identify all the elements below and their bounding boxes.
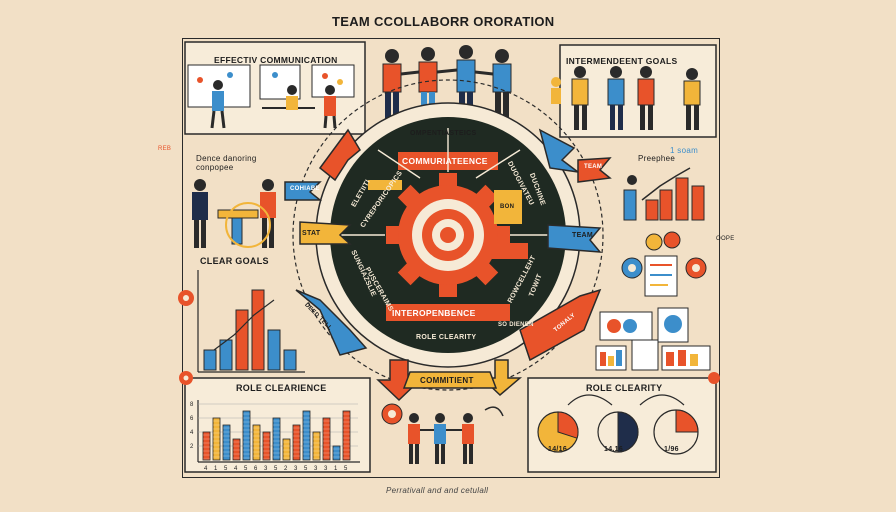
wheel-tag-right-2 [492,243,528,259]
x-tick: 4 [204,466,208,472]
x-tick: 2 [284,466,288,472]
footer-note: Perrativall and and cetulall [386,486,489,495]
people-top-left [210,80,337,129]
bar [292,424,301,461]
bar [282,438,291,461]
y-tick: 2 [190,444,194,450]
x-tick: 3 [294,466,298,472]
right-mid-label: Preephee [638,154,676,163]
y-tick: 6 [190,416,194,422]
arrow-label-right: TEAM [572,232,594,239]
people-left [192,179,276,248]
x-tick: 1 [214,466,218,472]
wheel-tag-right [494,190,522,224]
left-mid-caption: Dence danoring conpopee [196,154,257,172]
y-tick: 8 [190,402,194,408]
panel-label-role-clearity: ROLE CLEARITY [586,383,663,393]
pie-slice [617,411,639,453]
commitment-label: COMMITIENT [420,376,474,385]
bar [212,417,221,461]
bar [267,329,281,371]
arrow-label-left: STAT [302,230,321,237]
wheel-right-mini-2: SO DIENEN [498,322,534,328]
wheel-top-arc: OMPENTIASTEICS [410,130,477,137]
right-devices [595,307,720,384]
bar [242,410,251,461]
x-tick: 5 [244,466,248,472]
bar [283,349,297,371]
pie-slice [675,409,699,433]
bar [235,309,249,371]
panel-label-role-clearience: ROLE CLEARIENCE [236,383,327,393]
left-tag: REB [158,146,172,152]
right-gears [621,231,707,297]
pie-label-2: 14.16 [604,446,624,453]
x-tick: 3 [314,466,318,472]
right-tag-2: OOPE [716,236,735,242]
main-frame [182,38,720,478]
x-tick: 5 [224,466,228,472]
bar [302,410,311,461]
bar [312,431,321,461]
bar [272,417,281,461]
panel-label-top-left: EFFECTIV COMMUNICATION [214,55,338,65]
arrow-label-top-left: COHIABE [290,186,320,192]
pie-label-1: 14/16 [548,446,568,453]
pie-connectors [567,394,685,406]
x-tick: 3 [264,466,268,472]
page-title: TEAM CCOLLABORR ORORATION [332,14,555,29]
wheel-role-clearity: ROLE CLEARITY [416,334,477,341]
bar [251,289,265,371]
panel-label-clear-goals: CLEAR GOALS [200,256,269,266]
x-tick: 4 [234,466,238,472]
role-clearity-pies [537,409,699,455]
bar [262,431,271,461]
central-gear [386,173,510,297]
outer-dashed-ring [292,79,604,391]
people-bottom-center [381,403,504,464]
y-tick: 4 [190,430,194,436]
wheel-right-mini: BON [500,204,515,210]
bar [342,410,351,461]
people-top-right [551,66,701,130]
x-tick: 1 [334,466,338,472]
pie-slice [557,411,579,439]
wheel-tag-left [368,180,402,190]
bar [219,339,233,371]
wheel-banner-bottom: INTEROPENBENCE [392,308,476,318]
banner-bottom [386,304,510,321]
right-growth-chart [623,167,705,221]
x-tick: 6 [254,466,258,472]
bar [203,349,217,371]
panel-label-top-right: INTERMENDEENT GOALS [566,56,678,66]
bar [322,417,331,461]
x-tick: 5 [304,466,308,472]
bar [202,431,211,461]
bar [232,438,241,461]
x-tick: 5 [344,466,348,472]
pie-label-3: 1/96 [664,446,679,453]
clear-goals-chart [178,270,305,385]
right-tag: 1 soam [670,146,699,155]
bar [222,424,231,461]
arrow-label-top-right: TEAM [584,164,603,170]
outer-arrows [284,128,612,402]
wheel-banner-top: COMMURIATEENCE [402,156,488,166]
whiteboard-marks [197,72,343,85]
x-tick: 3 [324,466,328,472]
bar [252,424,261,461]
x-tick: 5 [274,466,278,472]
whiteboard-2 [259,64,301,100]
